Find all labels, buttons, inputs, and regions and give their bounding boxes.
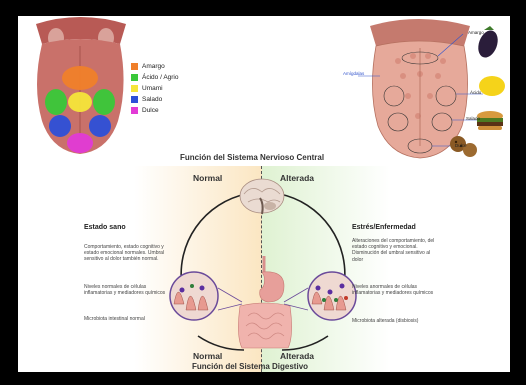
label-acido: Ácido bbox=[470, 90, 481, 95]
legend-label: Umami bbox=[142, 85, 163, 92]
legend-swatch bbox=[131, 96, 138, 103]
right-paragraph: Niveles anormales de células inflamatori… bbox=[352, 284, 436, 296]
figure-frame: Amargo Ácido / Agrio Umami Salado Dulce bbox=[18, 16, 510, 372]
left-paragraph: Microbiota intestinal normal bbox=[84, 316, 174, 322]
right-heading: Estrés/Enfermedad bbox=[352, 224, 416, 231]
cns-function-title: Función del Sistema Nervioso Central bbox=[180, 153, 324, 162]
legend-item-amargo: Amargo bbox=[131, 61, 165, 71]
zone-sour-right bbox=[93, 89, 115, 115]
label-amigdalas: Amígdalas bbox=[343, 71, 364, 76]
legend-label: Salado bbox=[142, 96, 162, 103]
label-amargo: Amargo bbox=[468, 30, 484, 35]
right-paragraph: Alteraciones del comportamiento, del est… bbox=[352, 238, 442, 263]
taste-map-tongue bbox=[28, 16, 133, 156]
zone-salty-left bbox=[49, 115, 71, 137]
right-paragraph: Microbiota alterada (disbiosis) bbox=[352, 318, 442, 324]
connector-lines bbox=[218, 284, 308, 314]
zone-salty-right bbox=[89, 115, 111, 137]
inflamed-cells-circle bbox=[306, 270, 358, 322]
legend-swatch bbox=[131, 85, 138, 92]
label-dulce: Dulce bbox=[455, 143, 467, 148]
lemon-image bbox=[479, 76, 505, 96]
legend-item-acido: Ácido / Agrio bbox=[131, 72, 179, 82]
zone-sweet bbox=[67, 133, 93, 153]
burger-patty bbox=[477, 122, 503, 126]
legend-swatch bbox=[131, 63, 138, 70]
left-paragraph: Niveles normales de células inflamatoria… bbox=[84, 284, 166, 296]
zone-umami bbox=[68, 92, 92, 112]
burger-bun-bottom bbox=[478, 126, 502, 130]
legend-swatch bbox=[131, 74, 138, 81]
healthy-cells-circle bbox=[168, 270, 220, 322]
left-heading: Estado sano bbox=[84, 224, 126, 231]
brain-image bbox=[238, 176, 286, 218]
burger-lettuce bbox=[477, 118, 503, 122]
legend-label: Dulce bbox=[142, 107, 159, 114]
label-salado: Salado bbox=[466, 116, 480, 121]
legend-item-salado: Salado bbox=[131, 94, 162, 104]
legend-item-umami: Umami bbox=[131, 83, 163, 93]
zone-sour-left bbox=[45, 89, 67, 115]
anatomical-tongue-foods bbox=[358, 16, 508, 161]
zone-bitter bbox=[62, 66, 98, 90]
left-paragraph: Comportamiento, estado cognitivo y estad… bbox=[84, 244, 176, 263]
legend-label: Amargo bbox=[142, 63, 165, 70]
legend-label: Ácido / Agrio bbox=[142, 74, 179, 81]
legend-item-dulce: Dulce bbox=[131, 105, 159, 115]
legend-swatch bbox=[131, 107, 138, 114]
eggplant-stem bbox=[484, 26, 494, 30]
